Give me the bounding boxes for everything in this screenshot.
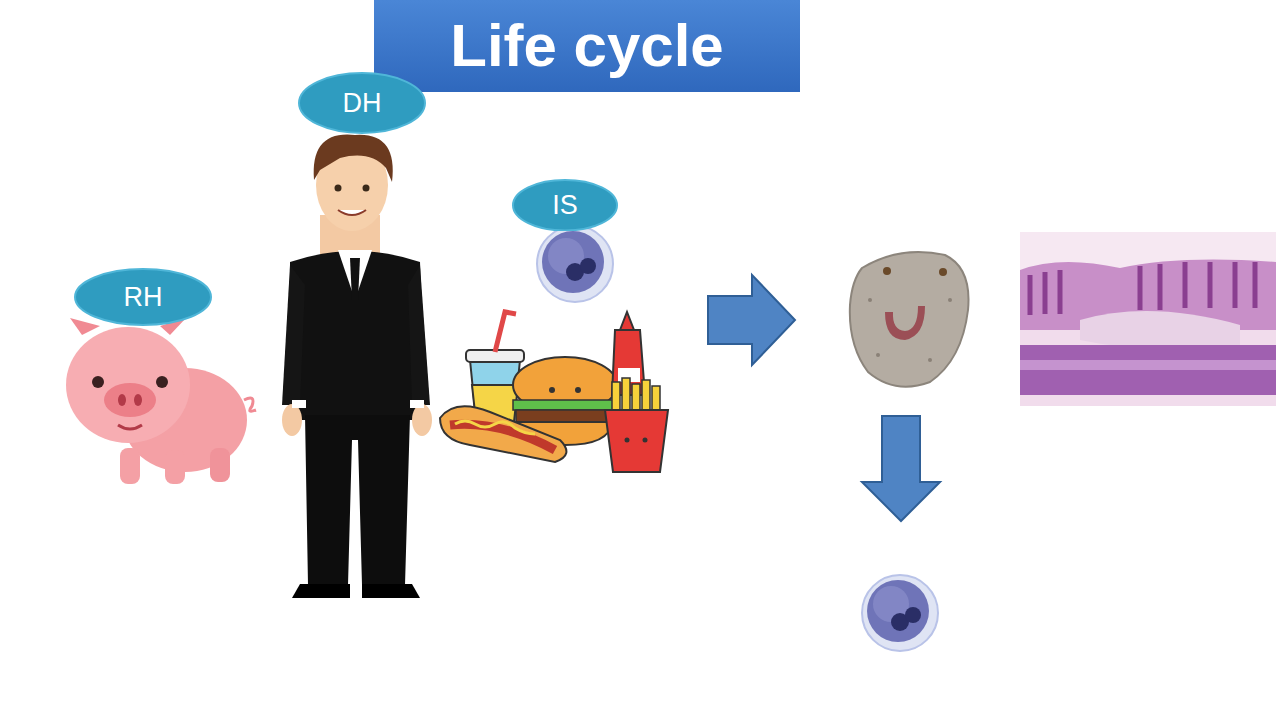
host-label: DH	[343, 90, 382, 117]
host-label-oval: DH	[298, 72, 426, 134]
food-figure	[440, 312, 668, 472]
cyst-image	[537, 226, 613, 302]
histology-image	[1020, 232, 1276, 406]
title-band: Life cycle	[374, 0, 800, 92]
block-arrow	[708, 275, 795, 365]
diagram-title: Life cycle	[450, 16, 724, 76]
host-label: IS	[552, 192, 578, 219]
trophozoite-image	[850, 252, 969, 387]
cyst-image	[862, 575, 938, 651]
human-figure	[282, 135, 432, 598]
block-arrow	[862, 416, 940, 521]
pig-figure	[66, 318, 256, 484]
host-label-oval: RH	[74, 268, 212, 326]
host-label: RH	[124, 284, 163, 311]
host-label-oval: IS	[512, 179, 618, 232]
